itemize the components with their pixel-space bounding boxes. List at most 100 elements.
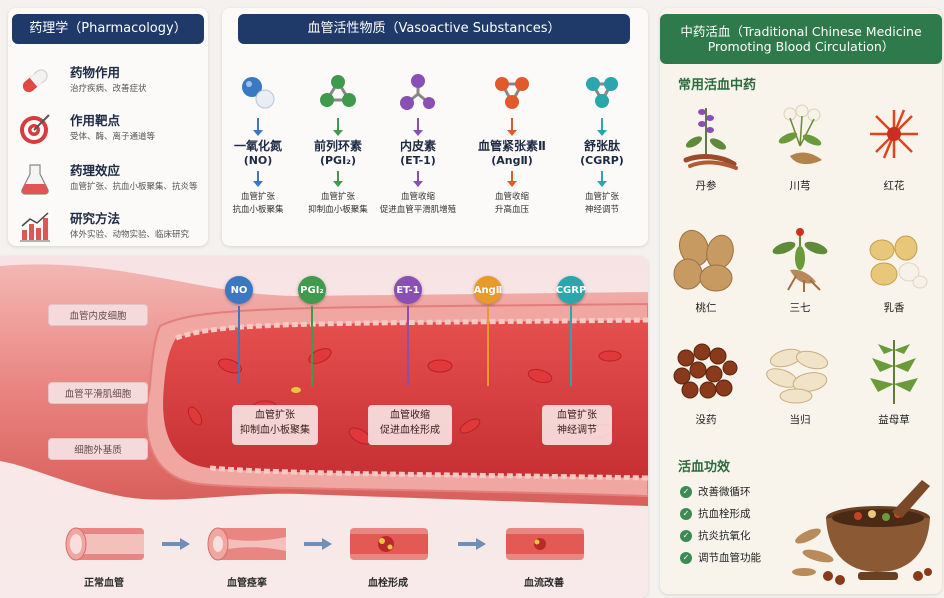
stage-label: 血流改善 [524,578,564,589]
effect-item-label: 调节血管功能 [698,552,761,564]
stage-thrombosis [350,528,428,560]
effect-text: 抑制血小板聚集 [240,424,310,436]
signal-line [570,306,572,386]
effect-item: ✓抗血栓形成 [680,506,751,521]
arrow-down-icon [597,171,607,188]
effect-text: 血管收缩 [390,410,430,421]
arrow-right-icon [304,538,332,550]
pharma-item-target: 作用靶点 受体、酶、离子通道等 [18,108,203,152]
molecule-icon [400,74,435,110]
effect-item-label: 抗炎抗氧化 [698,530,751,542]
substance-effect: 抑制血小板聚集 [308,204,368,215]
substance-effect: 神经调节 [584,204,619,215]
signal-line [238,306,240,384]
substance-angii: 血管紧张素Ⅱ (AngⅡ) 血管收缩升高血压 [470,72,554,217]
herb-sanqi: 三七 [760,226,840,314]
molecule-icon [495,77,529,109]
substance-cgrp: 舒张肽 (CGRP) 血管扩张神经调节 [560,72,644,217]
arrow-down-icon [507,171,517,188]
label-smooth-muscle-cell: 血管平滑肌细胞 [48,382,148,404]
danshen-herb-icon [683,108,738,170]
effect-text: 血管扩张 [557,410,597,421]
check-icon: ✓ [680,507,692,520]
label-extracellular-matrix: 细胞外基质 [48,438,148,460]
herb-moyao: 没药 [666,338,746,426]
herb-taoren: 桃仁 [666,226,746,314]
check-icon: ✓ [680,485,692,498]
check-icon: ✓ [680,551,692,564]
tcm-title-line: Promoting Blood Circulation） [707,39,895,54]
arrow-down-icon [333,171,343,188]
substance-effect: 抗血小板聚集 [232,204,284,215]
pharma-item-title: 作用靶点 [70,113,121,128]
substance-effect: 升高血压 [494,204,529,215]
herb-name: 川芎 [789,180,811,192]
arrow-down-icon [597,118,607,136]
label-endothelial-cell: 血管内皮细胞 [48,304,148,326]
substance-effect: 血管扩张 [320,192,355,203]
herb-ruxiang: 乳香 [854,226,934,314]
tcm-title-line: 中药活血（Traditional Chinese Medicine [680,24,922,39]
herb-yimucao: 益母草 [854,338,934,426]
substance-effect: 血管收缩 [494,192,529,203]
substance-no: 一氧化氮 (NO) 血管扩张抗血小板聚集 [216,72,300,217]
chuanxiong-herb-icon [778,104,822,165]
herb-chuanxiong: 川芎 [760,104,840,192]
pharmacology-title: 药理学（Pharmacology） [12,14,204,44]
stage-label: 正常血管 [84,578,124,589]
stage-vasospasm [207,527,286,561]
herb-name: 乳香 [883,302,905,314]
arrow-down-icon [333,118,343,136]
arrow-down-icon [507,118,517,136]
molecule-icon [320,75,356,107]
arrow-down-icon [413,118,423,136]
pharma-item-title: 药物作用 [70,65,121,80]
stage-flow-improved [506,528,584,560]
arrow-down-icon [253,171,263,188]
effect-item: ✓ 抗炎抗氧化 [680,528,751,543]
pharma-item-drug-action: 药物作用 治疗疾病、改善症状 [18,60,203,104]
substance-abbr: (ET-1) [400,154,436,168]
pharma-item-desc: 血管扩张、抗血小板聚集、抗炎等 [70,182,198,192]
stage-label: 血栓形成 [368,578,408,589]
molecule-icon [242,77,275,109]
arrow-down-icon [413,171,423,188]
herb-name: 三七 [789,302,811,314]
arrow-right-icon [458,538,486,550]
myrrh-icon [673,343,738,399]
substance-et1: 内皮素 (ET-1) 血管收缩促进血管平滑肌增殖 [376,72,460,217]
pharma-item-desc: 体外实验、动物实验、临床研究 [70,230,190,240]
herb-danshen: 丹参 [666,104,746,192]
vasoactive-title: 血管活性物质（Vasoactive Substances） [238,14,630,44]
pharma-item-title: 药理效应 [70,163,121,178]
signal-line [311,306,313,386]
substance-abbr: (AngⅡ) [491,154,533,168]
sanqi-icon [772,228,828,292]
herb-name: 丹参 [695,180,717,192]
pharma-item-desc: 受体、酶、离子通道等 [70,132,156,142]
pharma-item-desc: 治疗疾病、改善症状 [70,84,147,94]
safflower-icon [870,109,918,159]
peach-kernel-icon [673,229,734,292]
effect-box-constriction: 血管收缩 促进血栓形成 [368,405,452,445]
substance-effect: 血管扩张 [584,192,619,203]
substance-name: 舒张肽 [583,139,620,153]
herb-name: 当归 [789,414,811,426]
substance-name: 内皮素 [399,139,436,153]
signal-badge-pgi2: PGI₂ [298,276,326,304]
check-icon: ✓ [680,529,692,542]
substance-effect: 血管扩张 [240,192,275,203]
substance-pgi2: 前列环素 (PGI₂) 血管扩张抑制血小板聚集 [296,72,380,217]
signal-badge-et1: ET-1 [394,276,422,304]
vasoactive-panel: 血管活性物质（Vasoactive Substances） [222,8,648,246]
pharma-item-effect: 药理效应 血管扩张、抗血小板聚集、抗炎等 [18,158,203,202]
substance-name: 一氧化氮 [233,139,282,153]
target-icon [20,114,50,144]
substance-effect: 促进血管平滑肌增殖 [379,204,457,215]
substance-name: 血管紧张素Ⅱ [478,139,546,153]
tcm-title: 中药活血（Traditional Chinese Medicine Promot… [660,14,942,64]
angelica-slices-icon [766,348,829,404]
herb-name: 红花 [883,180,905,192]
motherwort-icon [870,340,918,404]
capsule-icon [22,69,48,93]
